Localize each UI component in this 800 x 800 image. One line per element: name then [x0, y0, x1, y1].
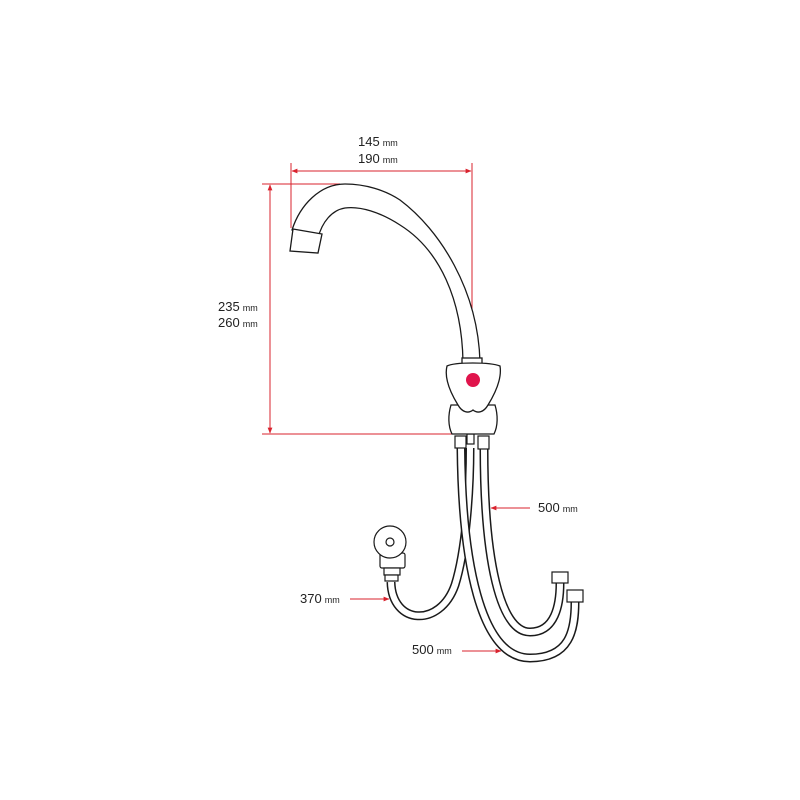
aerator [289, 228, 323, 254]
spout [289, 183, 483, 365]
connector-center [466, 433, 475, 445]
hose-end-fitting [551, 571, 569, 584]
hose-inner [479, 447, 565, 637]
handle [445, 362, 502, 413]
hose-valve [386, 447, 475, 621]
hot-indicator-dot [466, 373, 480, 387]
hoses [386, 447, 580, 663]
fittings [454, 433, 584, 603]
shutoff-valve [373, 525, 407, 582]
faucet-body [445, 362, 502, 435]
hose-outer [456, 447, 580, 663]
connector-left [454, 435, 467, 449]
connector-right [477, 435, 490, 450]
hose-end-fitting [566, 589, 584, 603]
